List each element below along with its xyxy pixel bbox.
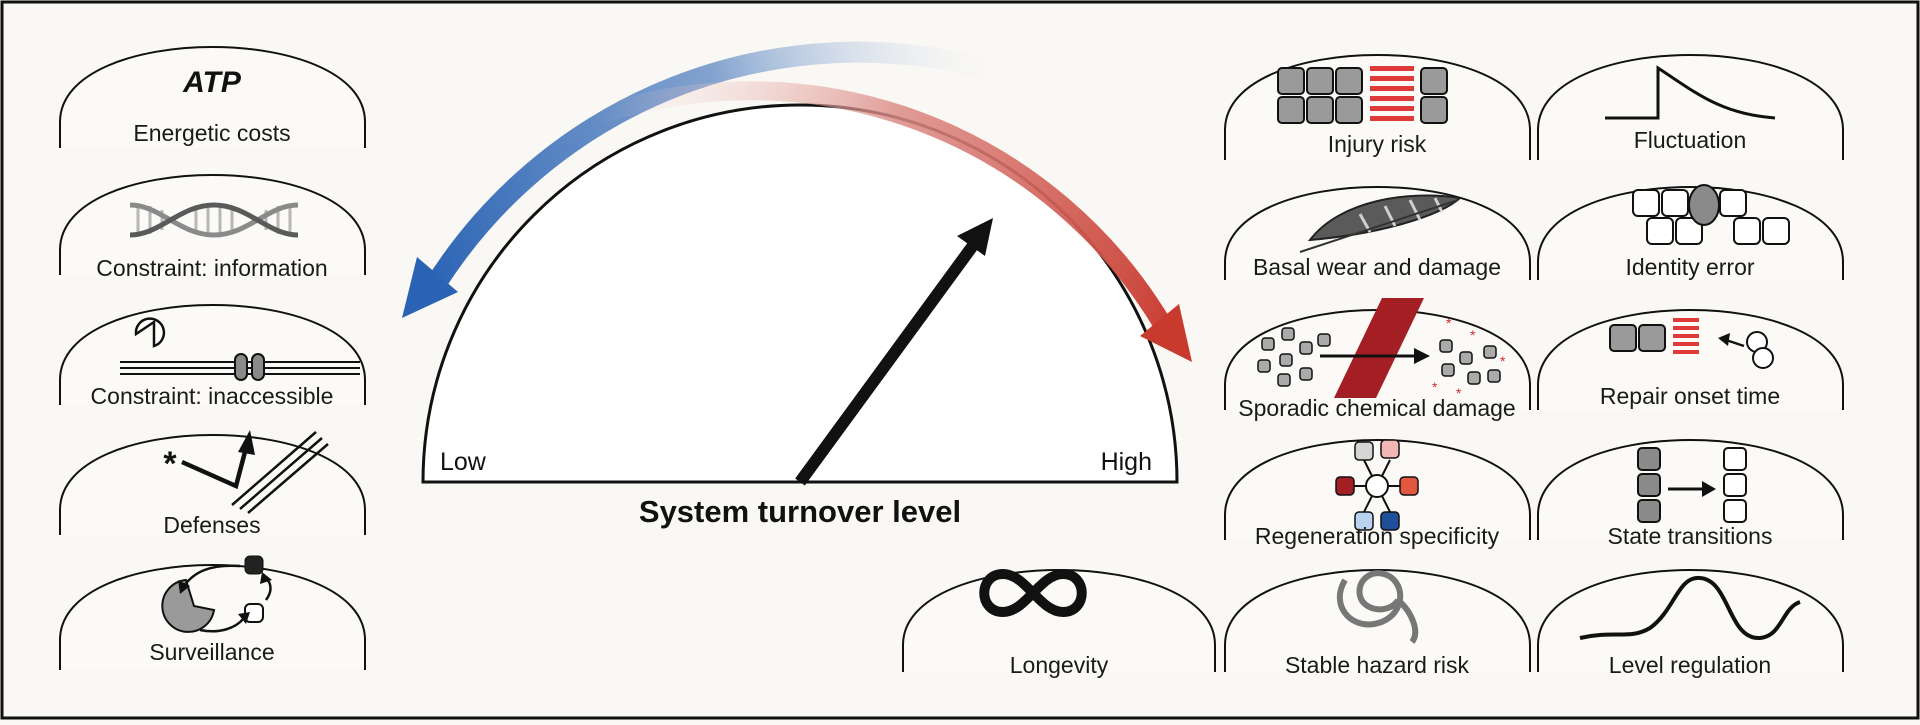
panel-label: Fluctuation	[1634, 127, 1747, 153]
gauge-needle	[795, 236, 982, 486]
gauge-high-label: High	[1101, 448, 1152, 476]
panel-label: Constraint: information	[96, 255, 327, 281]
svg-text:*: *	[1456, 385, 1462, 401]
panel-basal-wear: Basal wear and damage	[1224, 186, 1531, 280]
svg-text:*: *	[1500, 353, 1506, 369]
panel-label: Injury risk	[1328, 131, 1427, 157]
panel-label: Constraint: inaccessible	[91, 383, 334, 409]
gauge-title: System turnover level	[639, 494, 961, 529]
panel-defenses: * Defenses	[59, 430, 366, 538]
panel-label: State transitions	[1608, 523, 1773, 549]
gauge-dial	[421, 103, 1179, 484]
panel-state-transitions: State transitions	[1537, 439, 1844, 549]
svg-text:*: *	[1470, 327, 1476, 343]
membrane-channel-icon	[120, 353, 360, 381]
spike-decay-icon	[1605, 65, 1776, 120]
pacman-icon	[134, 317, 166, 348]
repair-onset-icon	[1609, 318, 1774, 369]
low-arrow-shaft	[423, 41, 993, 296]
panel-label: Longevity	[1010, 652, 1109, 678]
panel-label: Basal wear and damage	[1253, 254, 1501, 280]
panel-label: Sporadic chemical damage	[1238, 395, 1515, 421]
panel-fluctuation: Fluctuation	[1537, 54, 1844, 160]
atp-icon: ATP	[182, 66, 242, 99]
panel-arch	[59, 434, 366, 535]
panel-label: Surveillance	[149, 639, 274, 665]
tissue-gap-icon	[1277, 67, 1448, 124]
panel-energetic-costs: ATP Energetic costs	[59, 46, 366, 148]
dna-helix-icon	[129, 202, 299, 238]
panel-stable-hazard: Stable hazard risk	[1224, 569, 1531, 678]
chemical-damage-icon: * * * * *	[1257, 298, 1506, 401]
panel-label: Stable hazard risk	[1285, 652, 1470, 678]
regeneration-hub-icon	[1335, 439, 1419, 531]
tangled-loop-icon	[1336, 570, 1419, 644]
panel-label: Level regulation	[1609, 652, 1771, 678]
panel-surveillance: Surveillance	[59, 555, 366, 670]
panel-injury-risk: Injury risk	[1224, 54, 1531, 160]
needle-head	[957, 218, 993, 256]
gauge-low-label: Low	[440, 448, 487, 476]
panel-constraint-inaccessible: Constraint: inaccessible	[59, 304, 366, 409]
feather-icon	[1299, 194, 1463, 253]
panel-arch	[59, 174, 366, 275]
panel-arch	[1537, 54, 1844, 160]
surveillance-cycle-icon	[161, 555, 272, 633]
low-arrowhead	[402, 257, 458, 318]
infinity-icon	[979, 568, 1087, 618]
panel-level-regulation: Level regulation	[1537, 569, 1844, 678]
panel-sporadic-chemical-damage: * * * * * Sporadic chemical damage	[1224, 298, 1531, 421]
gap-marks	[1370, 66, 1414, 121]
svg-text:*: *	[1446, 315, 1452, 331]
panel-label: Defenses	[163, 512, 260, 538]
high-arrow-shaft	[597, 81, 1172, 330]
panel-regeneration-specificity: Regeneration specificity	[1224, 439, 1531, 549]
turnover-gauge: Low High System turnover level	[402, 41, 1192, 529]
wave-icon	[1579, 575, 1801, 641]
high-arrowhead	[1140, 304, 1192, 362]
panel-arch	[1537, 569, 1844, 672]
panel-label: Energetic costs	[133, 120, 290, 146]
panel-identity-error: Identity error	[1537, 184, 1844, 280]
panel-label: Identity error	[1625, 254, 1754, 280]
cell-grid-odd-icon	[1632, 184, 1790, 245]
deflection-icon: *	[163, 430, 329, 514]
panel-label: Regeneration specificity	[1255, 523, 1500, 549]
state-transition-icon	[1637, 447, 1747, 523]
panel-label: Repair onset time	[1600, 383, 1780, 409]
panel-longevity: Longevity	[902, 568, 1216, 678]
panel-constraint-information: Constraint: information	[59, 174, 366, 281]
panel-repair-onset: Repair onset time	[1537, 309, 1844, 410]
panel-arch	[1224, 186, 1531, 280]
svg-text:*: *	[1432, 379, 1438, 395]
asterisk-icon: *	[163, 445, 177, 483]
panel-arch	[59, 46, 366, 148]
